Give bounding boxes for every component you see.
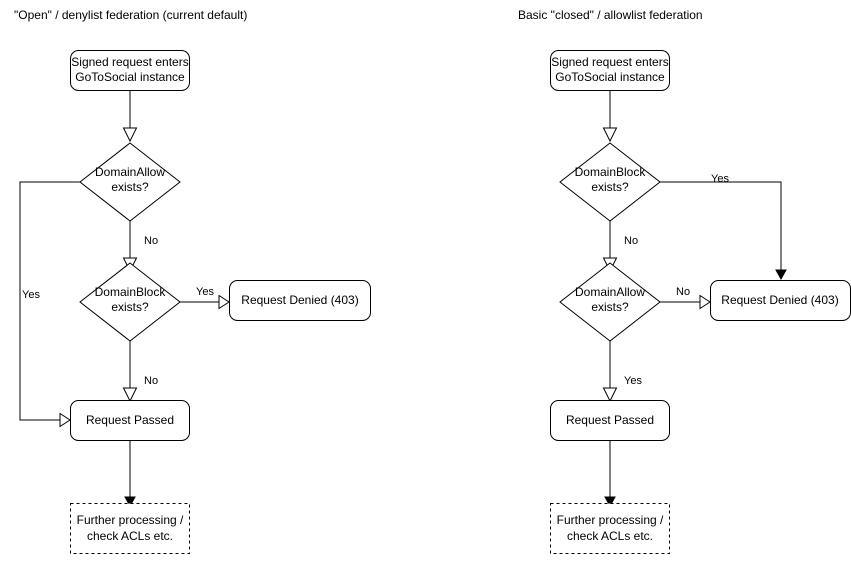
node-request-denied-right-label: Request Denied (403)	[721, 293, 838, 307]
node-request-denied-right	[710, 280, 851, 321]
arrowhead-domainblock-no-right	[602, 257, 618, 273]
node-further-processing-left-line2: check ACLs etc.	[87, 529, 173, 543]
arrowhead-domainallow-no-right	[699, 294, 711, 310]
edge-label-domainallow-yes-right: Yes	[624, 375, 642, 387]
edge-label-domainallow-no-left: No	[144, 235, 158, 247]
node-decision-domainblock-right-line1: DomainBlock	[575, 165, 647, 179]
node-start-right-line2: GoToSocial instance	[555, 70, 665, 84]
node-further-processing-right-line2: check ACLs etc.	[567, 529, 653, 543]
node-start-left-line1: Signed request enters	[71, 55, 188, 69]
arrowhead-passed-to-further-left	[124, 496, 136, 508]
arrowhead-domainallow-yes-left	[59, 412, 71, 428]
arrowhead-domainallow-yes-right	[602, 387, 618, 403]
arrowhead-domainblock-yes-right	[775, 269, 787, 281]
node-decision-domainallow-right	[559, 262, 661, 342]
node-further-processing-left-line1: Further processing /	[77, 513, 184, 527]
arrowhead-domainallow-no-left	[122, 257, 138, 273]
arrowhead-domainblock-no-left	[122, 387, 138, 403]
node-start-left	[70, 50, 190, 91]
edge-label-domainblock-yes-right: Yes	[711, 173, 729, 185]
node-decision-domainallow-left-line2: exists?	[111, 180, 149, 194]
arrowhead-passed-to-further-right	[604, 496, 616, 508]
node-decision-domainblock-left-line1: DomainBlock	[95, 285, 167, 299]
node-decision-domainblock-right-line2: exists?	[591, 180, 629, 194]
node-further-processing-left	[70, 503, 190, 554]
arrowhead-start-to-domainblock-right	[602, 127, 618, 143]
node-decision-domainblock-left-line2: exists?	[111, 300, 149, 314]
node-decision-domainblock-left	[79, 262, 181, 342]
edge-label-domainblock-no-right: No	[624, 235, 638, 247]
edge-domainblock-yes-right	[660, 181, 782, 270]
node-request-passed-right	[550, 400, 670, 441]
node-further-processing-right-line1: Further processing /	[557, 513, 664, 527]
node-start-right-line1: Signed request enters	[551, 55, 668, 69]
node-decision-domainallow-right-line2: exists?	[591, 300, 629, 314]
panel-title-open-denylist: "Open" / denylist federation (current de…	[14, 8, 247, 22]
edge-label-domainblock-no-left: No	[144, 375, 158, 387]
node-request-passed-left-label: Request Passed	[86, 413, 174, 427]
edge-label-domainallow-yes-left: Yes	[22, 289, 40, 301]
node-decision-domainblock-right	[559, 142, 661, 222]
arrowhead-start-to-domainallow-left	[122, 127, 138, 143]
edge-label-domainallow-no-right: No	[676, 286, 690, 298]
edge-label-domainblock-yes-left: Yes	[196, 286, 214, 298]
panel-title-closed-allowlist: Basic "closed" / allowlist federation	[518, 8, 703, 22]
arrowhead-domainblock-yes-left	[218, 294, 230, 310]
node-request-passed-right-label: Request Passed	[566, 413, 654, 427]
node-decision-domainallow-left-line1: DomainAllow	[95, 165, 165, 179]
node-request-passed-left	[70, 400, 190, 441]
node-request-denied-left	[229, 280, 371, 321]
node-request-denied-left-label: Request Denied (403)	[241, 293, 358, 307]
node-start-right	[550, 50, 670, 91]
node-start-left-line2: GoToSocial instance	[75, 70, 185, 84]
node-further-processing-right	[550, 503, 670, 554]
node-decision-domainallow-right-line1: DomainAllow	[575, 285, 645, 299]
edge-domainallow-yes-left	[19, 181, 80, 421]
node-decision-domainallow-left	[79, 142, 181, 222]
